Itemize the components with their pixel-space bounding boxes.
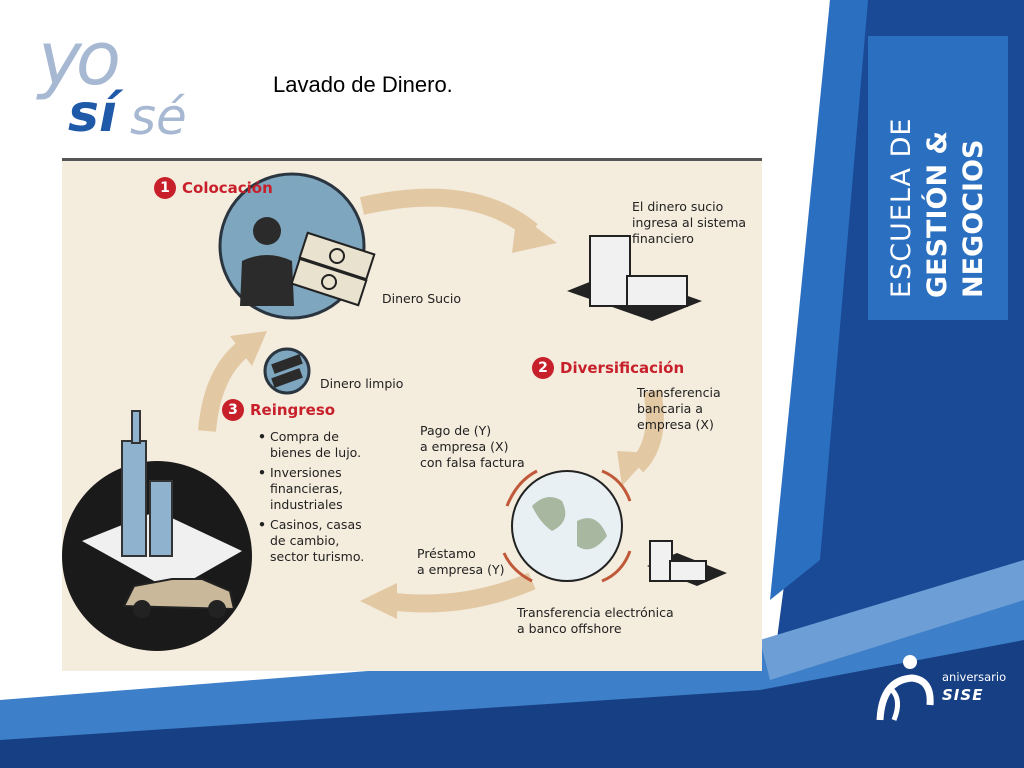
clean-money-icon [263,347,311,395]
school-line-1: ESCUELA DE [886,117,917,298]
slide-title: Lavado de Dinero. [273,72,453,97]
bank-building-icon [567,235,702,321]
arrow-head-3 [360,583,397,619]
step-diversificacion: 2 Diversificación [532,357,684,379]
globe-arrow-4 [502,552,533,583]
globe-arrow-1 [505,469,538,507]
reingreso-list: Compra de bienes de lujo. Inversiones fi… [258,429,398,569]
person-icon-head [253,217,281,245]
school-line-2: GESTIÓN & [922,130,953,298]
yosise-logo: yo sí sé [38,22,198,152]
anniversary-figure-icon [876,655,934,721]
person-icon-body [240,255,294,306]
globe-icon [511,470,623,582]
bottom-highlight [760,560,1024,680]
label-offshore: Transferencia electrónica a banco offsho… [517,605,674,636]
car-icon [122,578,236,618]
school-badge: ESCUELA DE GESTIÓN & NEGOCIOS [868,36,1008,320]
cash-icon [290,231,376,307]
label-loan: Préstamo a empresa (Y) [417,546,505,577]
arrow-global-to-reingreso [385,572,536,613]
arrow-reingreso-to-colocacion [198,338,253,432]
step-number-1: 1 [154,177,176,199]
step-name-2: Diversificación [560,359,685,377]
logo-yo-text: yo [38,16,121,102]
step-name-1: Colocación [182,179,273,197]
logo-se-text: sé [130,88,187,146]
right-light-stripe [770,0,868,600]
anniversary-logo: aniversario SISE [872,650,1022,730]
step-number-2: 2 [532,357,554,379]
list-item: Casinos, casas de cambio, sector turismo… [258,517,398,565]
step-number-3: 3 [222,399,244,421]
label-clean-money: Dinero limpio [320,376,404,391]
anniversary-brand: SISE [942,686,984,704]
school-line-3: NEGOCIOS [958,139,989,298]
bottom-dark-band [0,640,1024,768]
label-false-invoice: Pago de (Y) a empresa (X) con falsa fact… [420,423,525,470]
offshore-bank-icon [647,540,727,586]
arrow-head-4 [230,331,267,366]
label-enters-system: El dinero sucio ingresa al sistema finan… [632,199,747,246]
arrow-head-2 [617,451,652,486]
globe-arrow-3 [601,550,632,583]
label-dirty-money: Dinero Sucio [382,291,462,306]
skyscraper-icon [121,410,173,557]
globe-arrow-2 [601,469,632,502]
logo-si-text: sí [68,84,117,144]
school-text: ESCUELA DE GESTIÓN & NEGOCIOS [868,36,1008,320]
step-reingreso: 3 Reingreso [222,399,335,421]
step-colocacion: 1 Colocación [154,177,273,199]
arrow-colocacion-to-sistema [360,188,538,239]
diagram-graphics [62,172,727,651]
anniversary-word: aniversario [942,670,1007,684]
arrow-head-1 [512,213,557,253]
list-item: Inversiones financieras, industriales [258,465,398,513]
list-item: Compra de bienes de lujo. [258,429,398,461]
label-bank-transfer: Transferencia bancaria a empresa (X) [637,385,721,432]
step-name-3: Reingreso [250,401,336,419]
